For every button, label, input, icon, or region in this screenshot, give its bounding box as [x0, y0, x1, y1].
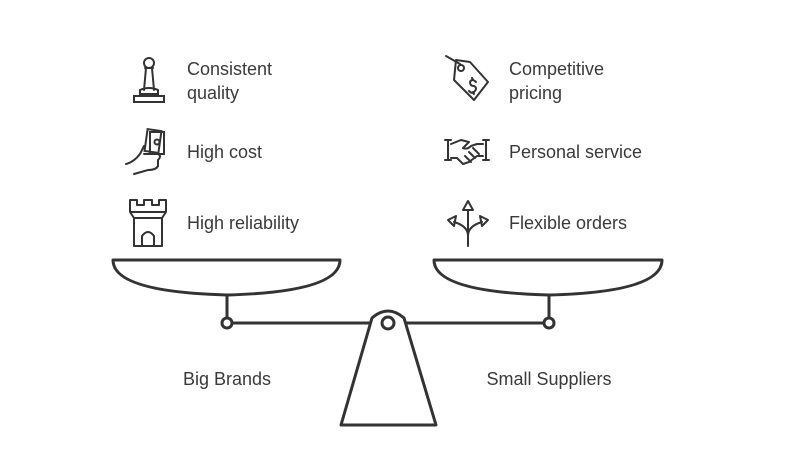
- right-item-2-label: Personal service: [509, 142, 643, 162]
- branching-arrows-icon: [447, 200, 489, 247]
- price-tag-icon: [445, 55, 489, 101]
- small-suppliers-label: Small Suppliers: [486, 369, 612, 389]
- left-hinge: [220, 316, 234, 330]
- pivot: [380, 315, 396, 331]
- right-hinge: [542, 316, 556, 330]
- left-pan: [111, 258, 342, 297]
- castle-tower-icon: [129, 199, 167, 247]
- big-brands-label: Big Brands: [182, 369, 272, 389]
- right-pan: [432, 258, 664, 297]
- right-item-3-label: Flexible orders: [509, 213, 628, 233]
- left-item-2-label: High cost: [187, 142, 263, 162]
- chess-pawn-icon: [133, 57, 165, 103]
- stand-base: [339, 309, 438, 427]
- hand-holding-money-icon: [125, 128, 165, 175]
- left-item-3-label: High reliability: [187, 213, 300, 233]
- handshake-icon: [444, 139, 490, 165]
